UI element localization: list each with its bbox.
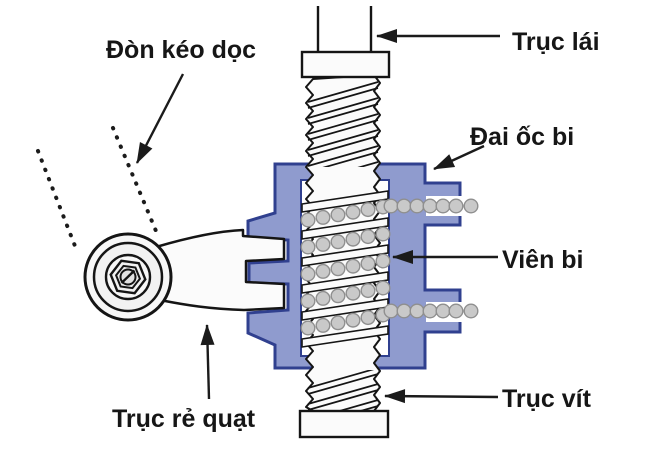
label-worm-shaft: Trục vít [502,385,591,413]
worm-threads-top [307,81,379,167]
label-ball-nut: Đai ốc bi [470,123,575,151]
drag-link-dashed-lines [36,126,158,248]
worm-threads-bottom [307,370,379,412]
steering-shaft [298,6,391,439]
label-arrows [135,29,500,404]
label-sector-shaft: Trục rẻ quạt [112,405,256,433]
pitman-arm-sector [83,228,286,322]
worm-thread-bars [301,190,389,348]
recirculating-balls [300,198,479,336]
label-balls: Viên bi [502,246,584,274]
label-drag-link: Đòn kéo dọc [106,36,257,64]
worm-shaft [301,74,389,412]
label-steering-shaft: Trục lái [512,28,600,56]
